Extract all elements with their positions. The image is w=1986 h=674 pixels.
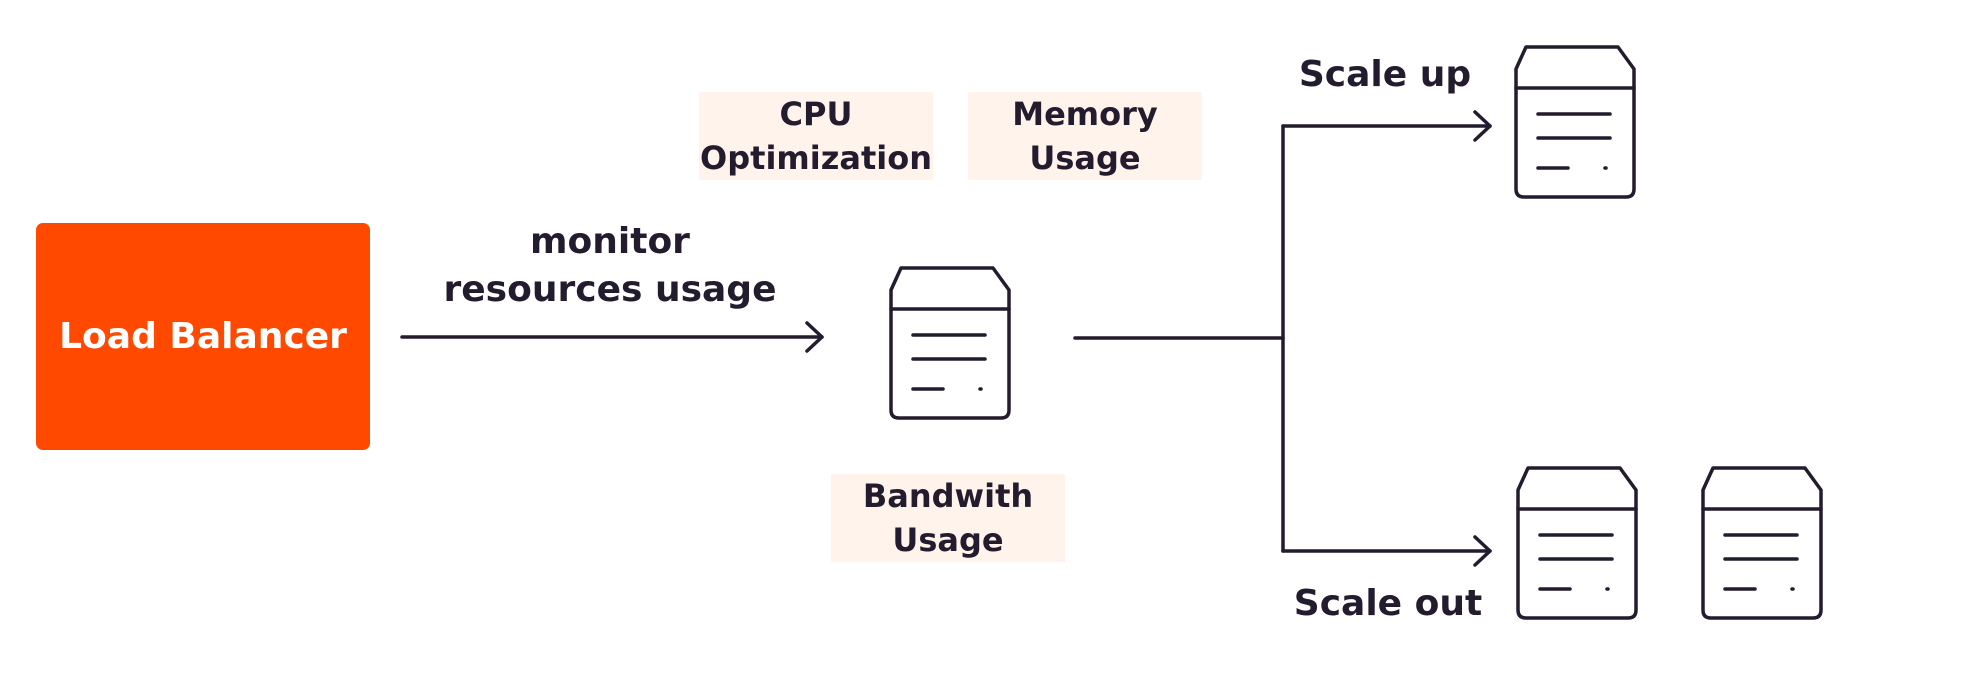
scale-up-label: Scale up: [1270, 54, 1500, 95]
server-icon: [1514, 45, 1636, 199]
scale-out-text: Scale out: [1293, 583, 1483, 624]
load-balancer-box: Load Balancer: [36, 223, 370, 450]
cpu-tag-line1: CPU: [779, 95, 853, 133]
monitor-caption-line2: resources usage: [443, 269, 777, 310]
scale-out-arrow: [1281, 535, 1492, 567]
monitor-caption: monitor resources usage: [430, 218, 790, 314]
memory-tag-line1: Memory: [1012, 95, 1158, 133]
bandwidth-tag-line1: Bandwith: [862, 477, 1034, 515]
scale-out-label: Scale out: [1268, 583, 1508, 624]
cpu-optimization-tag: CPU Optimization: [699, 92, 933, 180]
scaling-connector: [1073, 124, 1285, 553]
load-balancer-label: Load Balancer: [59, 316, 347, 357]
bandwidth-tag-line2: Usage: [892, 521, 1004, 559]
scale-up-text: Scale up: [1298, 54, 1472, 95]
memory-tag-line2: Usage: [1029, 139, 1141, 177]
server-icon: [1701, 466, 1823, 620]
monitor-caption-line1: monitor: [530, 221, 690, 262]
server-icon: [1516, 466, 1638, 620]
memory-usage-tag: Memory Usage: [968, 92, 1202, 180]
scale-up-arrow: [1281, 110, 1492, 142]
cpu-tag-line2: Optimization: [700, 139, 932, 177]
monitor-arrow: [400, 321, 824, 353]
bandwidth-usage-tag: Bandwith Usage: [831, 474, 1065, 562]
server-icon: [889, 266, 1011, 420]
